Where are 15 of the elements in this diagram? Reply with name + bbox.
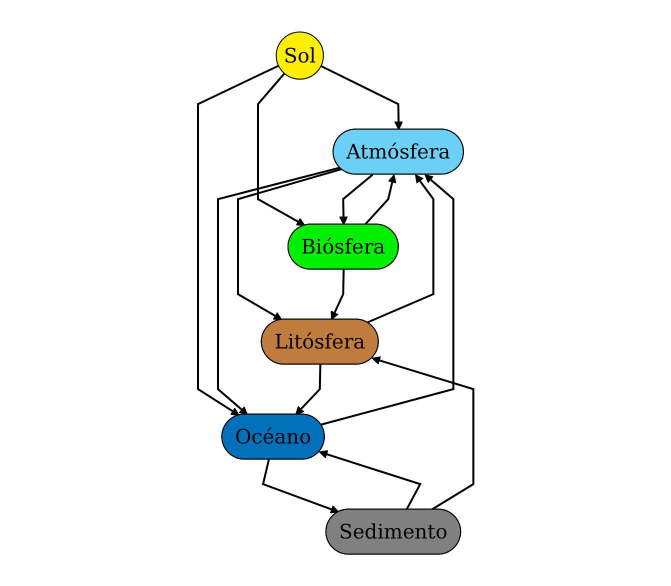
arrow: [320, 174, 454, 426]
arrow: [216, 166, 340, 415]
arrow: [364, 174, 396, 226]
arrow: [318, 450, 422, 510]
arrow: [372, 356, 474, 510]
arrow: [338, 174, 374, 225]
node-circle: Sol: [276, 31, 324, 80]
arrow: [320, 65, 403, 130]
arrow: [256, 72, 306, 226]
arrow: [330, 270, 344, 320]
arrow: [366, 174, 434, 324]
arrow: [295, 364, 322, 415]
arrow: [236, 168, 342, 320]
arrow: [262, 459, 339, 514]
arrow: [196, 64, 279, 416]
